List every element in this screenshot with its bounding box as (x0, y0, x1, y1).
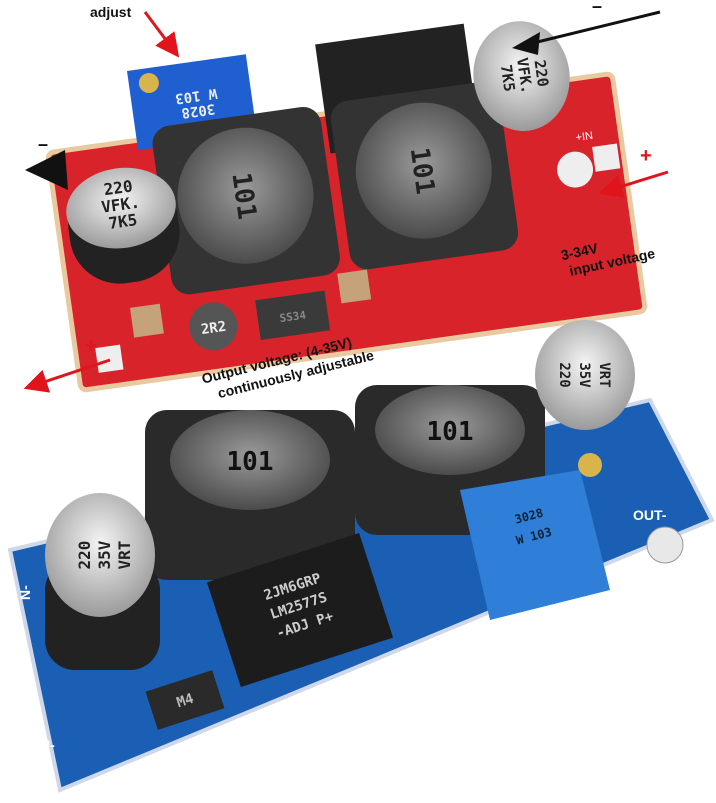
svg-text:220: 220 (103, 176, 134, 199)
inductor-bottom-left: 101 (145, 410, 355, 580)
potentiometer-bottom: 3028 W 103 (460, 453, 610, 620)
svg-text:35V: 35V (95, 540, 114, 569)
svg-text:VRT: VRT (596, 362, 612, 387)
svg-text:W 103: W 103 (174, 85, 218, 107)
red-boost-buck-board: W 103 3028 101 101 220 VFK. 7K5 220 VFK.… (45, 21, 648, 393)
svg-text:–: – (592, 0, 602, 16)
svg-text:M4: M4 (175, 691, 196, 711)
capacitor-bottom-right: 220 35V VRT (535, 320, 635, 430)
svg-text:220: 220 (531, 59, 553, 88)
capacitor-left: 220 VFK. 7K5 (66, 167, 180, 284)
svg-text:+: + (640, 145, 652, 167)
svg-text:101: 101 (404, 146, 440, 197)
svg-text:N-: N- (17, 585, 33, 600)
adjust-label: adjust (90, 4, 132, 20)
svg-text:3028: 3028 (180, 100, 216, 121)
svg-text:OUT-: OUT- (633, 507, 667, 523)
negative-input-arrow (524, 10, 661, 47)
svg-text:220: 220 (556, 362, 572, 387)
negative-output-arrow (25, 150, 68, 190)
svg-text:101: 101 (427, 417, 474, 447)
svg-text:7K5: 7K5 (497, 63, 519, 92)
regulator-chip-bottom: 2JM6GRP LM2577S -ADJ P+ (206, 532, 394, 688)
svg-text:101: 101 (227, 447, 274, 477)
svg-text:7K5: 7K5 (107, 210, 138, 233)
inductor-right: 101 (330, 81, 519, 270)
svg-text:+: + (85, 335, 97, 357)
diode (255, 290, 331, 340)
diode-m4 (145, 670, 225, 730)
adjust-arrow (143, 11, 180, 58)
svg-text:SS34: SS34 (279, 308, 307, 325)
svg-text:VFK.: VFK. (513, 57, 536, 95)
svg-text:220: 220 (75, 541, 94, 570)
svg-text:VRT: VRT (115, 541, 134, 570)
positive-input-arrow (598, 170, 669, 198)
mounting-hole (646, 526, 684, 564)
small-inductor (189, 302, 238, 351)
inductor-left: 101 (152, 106, 340, 295)
input-voltage-range: 3-34V (559, 240, 600, 264)
svg-text:101: 101 (225, 171, 261, 222)
mounting-hole (557, 151, 594, 188)
svg-text:–: – (38, 134, 48, 154)
positive-output-arrow (23, 358, 111, 393)
svg-text:N-: N- (40, 737, 55, 753)
smd-capacitor (129, 303, 164, 338)
smd-capacitor (337, 269, 372, 304)
capacitor-right: 220 VFK. 7K5 (473, 21, 570, 131)
capacitor-bottom-left: 220 35V VRT (45, 493, 160, 670)
arrowhead-icon (512, 32, 540, 55)
svg-text:35V: 35V (576, 362, 592, 388)
input-pad (592, 143, 621, 172)
blue-boost-buck-board: 101 101 220 35V VRT 220 35V VRT 2JM6GRP … (7, 320, 715, 793)
svg-text:+IN: +IN (575, 130, 594, 144)
svg-text:2R2: 2R2 (200, 319, 227, 338)
